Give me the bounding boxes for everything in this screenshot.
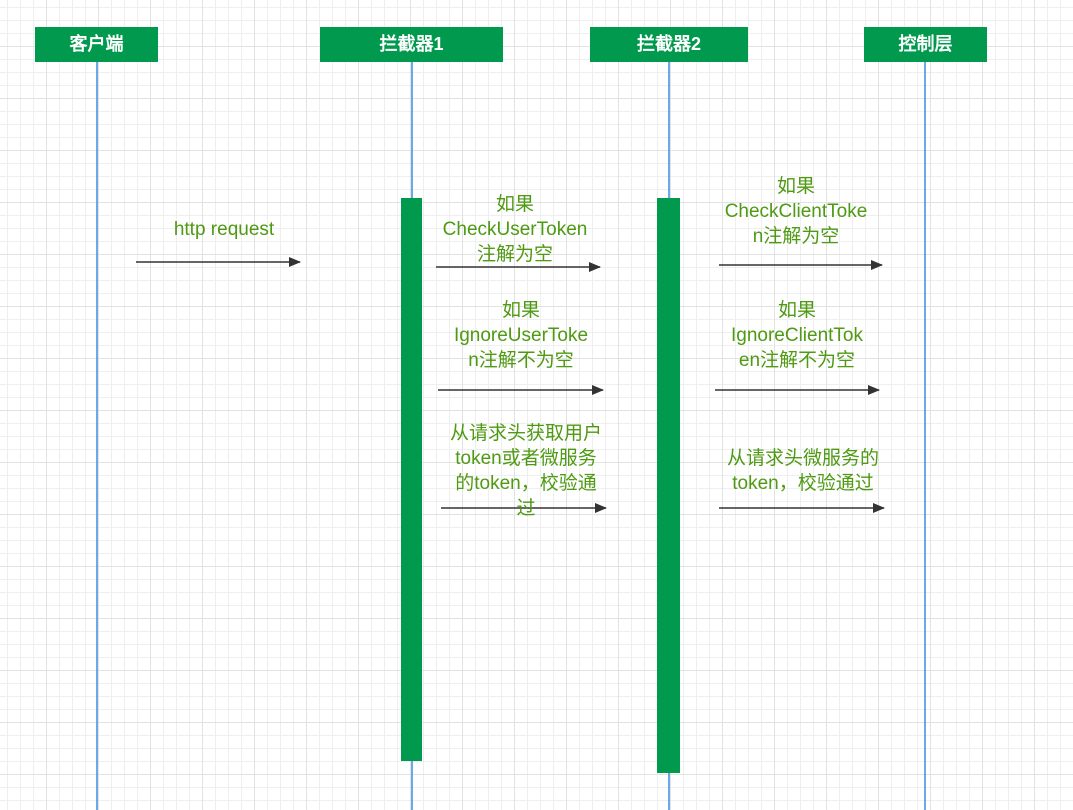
message-label-ignore-user-token: 如果 IgnoreUserToke n注解不为空 — [421, 298, 621, 373]
message-label-line: n注解不为空 — [468, 350, 574, 371]
message-label-validate-service-token: 从请求头微服务的 token，校验通过 — [703, 446, 903, 496]
message-label-line: IgnoreClientTok — [730, 325, 864, 346]
message-label-line: token或者微服务 — [455, 448, 597, 469]
message-label-line: token，校验通过 — [732, 473, 874, 494]
message-label-ignore-client-token: 如果 IgnoreClientTok en注解不为空 — [697, 298, 897, 373]
message-label-line: http request — [173, 219, 275, 240]
message-label-line: 注解为空 — [476, 244, 553, 265]
message-label-line: 如果 — [776, 176, 815, 197]
message-label-line: IgnoreUserToke — [453, 325, 589, 346]
participant-interceptor-2[interactable]: 拦截器2 — [590, 27, 748, 62]
participant-interceptor-1[interactable]: 拦截器1 — [320, 27, 503, 62]
message-label-validate-user-token: 从请求头获取用户 token或者微服务 的token，校验通 过 — [426, 421, 626, 521]
message-label-check-user-token: 如果 CheckUserToken 注解为空 — [415, 192, 615, 267]
message-label-line: 从请求头获取用户 — [449, 423, 602, 444]
participant-client[interactable]: 客户端 — [35, 27, 158, 62]
message-label-line: CheckUserToken — [442, 219, 588, 240]
message-label-line: n注解为空 — [752, 226, 840, 247]
activation-bar-interceptor-1[interactable] — [401, 198, 422, 761]
activation-bar-interceptor-2[interactable] — [657, 198, 680, 773]
message-label-http-request: http request — [124, 217, 324, 242]
message-label-line: 的token，校验通 — [455, 473, 597, 494]
message-label-line: 如果 — [777, 300, 816, 321]
message-label-line: 如果 — [495, 194, 534, 215]
message-label-line: 如果 — [501, 300, 540, 321]
message-label-line: 从请求头微服务的 — [726, 448, 879, 469]
message-label-line: CheckClientToke — [724, 201, 868, 222]
message-label-line: en注解不为空 — [738, 350, 856, 371]
participant-controller[interactable]: 控制层 — [864, 27, 987, 62]
message-label-check-client-token: 如果 CheckClientToke n注解为空 — [696, 174, 896, 249]
message-label-line: 过 — [516, 498, 536, 519]
